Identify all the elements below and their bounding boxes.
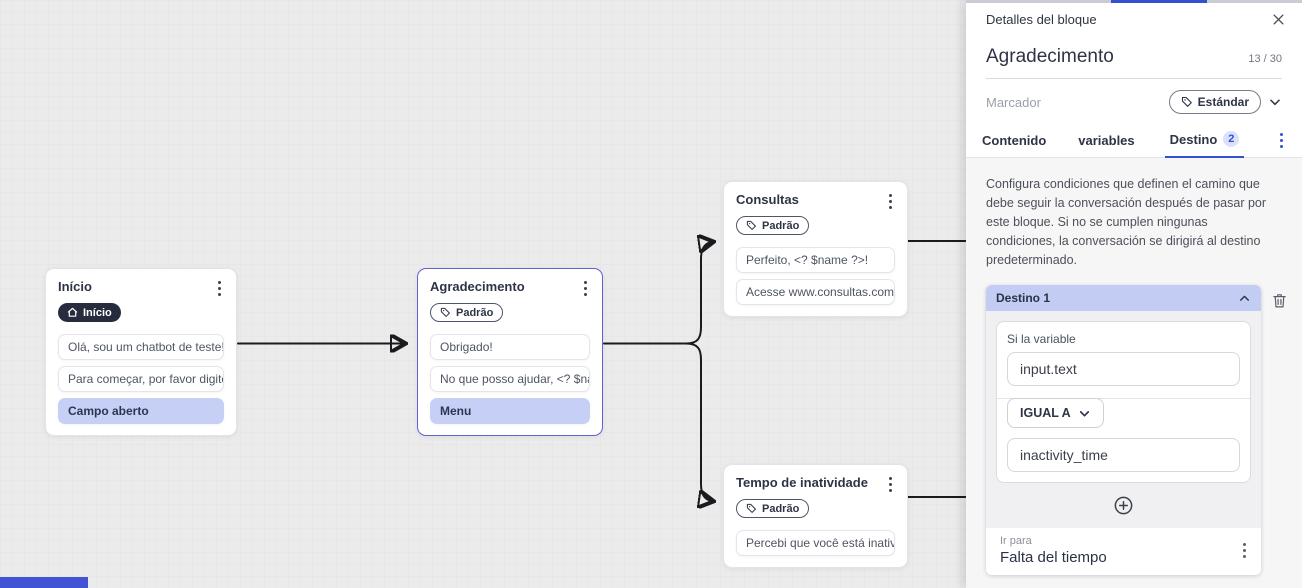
marker-value: Estándar [1197,95,1249,109]
top-strip [966,0,1302,3]
badge-label: Padrão [762,502,800,515]
tab-variables[interactable]: variables [1078,133,1135,148]
menu-row[interactable]: Menu [430,398,590,424]
kebab-menu-icon[interactable] [581,278,590,298]
node-title: Tempo de inatividade [736,475,868,490]
destino-count-badge: 2 [1223,131,1240,147]
chevron-down-icon[interactable] [1268,95,1282,109]
condition-card: Si la variable input.text IGUAL A inacti… [996,321,1251,483]
destino-tab-content: Configura condiciones que definen el cam… [966,158,1302,588]
message-row[interactable]: Percebi que você está inativo. C... [736,530,895,556]
marker-label: Marcador [986,94,1041,110]
kebab-menu-icon[interactable] [215,278,224,298]
flow-node-consultas[interactable]: Consultas Padrão Perfeito, <? $name ?>! … [723,181,908,317]
tabs: Contenido variables Destino 2 [966,127,1302,158]
tag-icon [746,220,756,230]
destination-card: Destino 1 Si la variable input.text IGUA… [986,285,1261,575]
node-title: Consultas [736,192,799,207]
top-strip-accent [1111,0,1207,3]
message-row[interactable]: Acesse www.consultas.com par... [736,279,895,305]
node-type-badge: Padrão [430,303,504,322]
destination-description: Configura condiciones que definen el cam… [986,177,1267,267]
marker-pill[interactable]: Estándar [1168,90,1261,114]
badge-label: Início [83,306,112,319]
node-type-badge: Padrão [736,499,810,518]
badge-label: Padrão [456,306,494,319]
close-icon[interactable] [1269,10,1288,29]
value-input[interactable]: inactivity_time [1007,438,1240,472]
open-field-row[interactable]: Campo aberto [58,398,224,424]
destination-card-header[interactable]: Destino 1 [986,285,1261,311]
goto-section: Ir para Falta del tiempo [986,528,1261,575]
node-title: Início [58,279,92,294]
home-icon [67,307,78,317]
tabs-menu-icon[interactable] [1277,130,1286,150]
destination-title: Destino 1 [996,291,1051,305]
message-row[interactable]: No que posso ajudar, <? $name ... [430,366,590,392]
block-name-input[interactable]: Agradecimento [986,46,1114,67]
tab-label: Destino [1169,131,1218,147]
operator-select[interactable]: IGUAL A [1007,398,1104,428]
variable-input[interactable]: input.text [1007,352,1240,386]
divider [997,398,1250,399]
goto-label: Ir para [1000,535,1032,547]
condition-label: Si la variable [1007,332,1076,346]
chevron-down-icon [1079,410,1089,416]
goto-block[interactable]: Falta del tiempo [1000,549,1107,566]
tag-icon [1181,96,1192,107]
kebab-menu-icon[interactable] [886,474,895,494]
node-title: Agradecimento [430,279,525,294]
trash-icon[interactable] [1269,290,1290,311]
operator-label: IGUAL A [1020,406,1071,420]
block-details-panel: Detalles del bloque Agradecimento 13 / 3… [966,0,1302,588]
plus-circle-icon[interactable] [1113,495,1134,516]
badge-label: Padrão [762,219,800,232]
message-row[interactable]: Obrigado! [430,334,590,360]
flow-node-agradecimento[interactable]: Agradecimento Padrão Obrigado! No que po… [417,268,603,436]
message-row[interactable]: Para começar, por favor digite o ... [58,366,224,392]
tag-icon [746,503,756,513]
panel-title: Detalles del bloque [986,12,1097,27]
bottom-left-bar [0,577,88,588]
char-counter: 13 / 30 [1248,53,1282,65]
chevron-up-icon [1240,295,1249,301]
message-row[interactable]: Olá, sou um chatbot de teste! [58,334,224,360]
tag-icon [440,307,450,317]
flow-node-tempo-inatividade[interactable]: Tempo de inatividade Padrão Percebi que … [723,464,908,568]
kebab-menu-icon[interactable] [886,191,895,211]
message-row[interactable]: Perfeito, <? $name ?>! [736,247,895,273]
tab-destino[interactable]: Destino 2 [1164,127,1245,158]
goto-menu-icon[interactable] [1240,541,1249,561]
node-type-badge: Início [58,303,121,322]
tab-contenido[interactable]: Contenido [982,133,1047,148]
flow-node-inicio[interactable]: Início Início Olá, sou um chatbot de tes… [45,268,237,436]
node-type-badge: Padrão [736,216,810,235]
